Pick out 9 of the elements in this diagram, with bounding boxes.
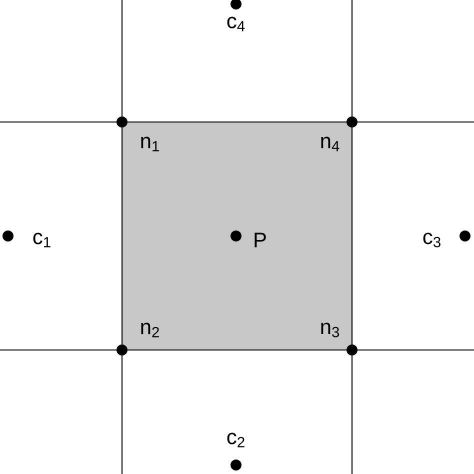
point-label: c$_{2}$: [227, 432, 244, 448]
point-label: c$_{4}$: [227, 16, 245, 32]
point-label: n$_{4}$: [321, 136, 340, 152]
point-label: n$_{2}$: [141, 322, 159, 338]
point-label: c$_{3}$: [423, 232, 440, 248]
point-label: n$_{1}$: [141, 136, 159, 152]
point-label: P: [254, 232, 266, 248]
point-label: c$_{1}$: [33, 232, 50, 248]
point-label: n$_{3}$: [321, 322, 340, 338]
